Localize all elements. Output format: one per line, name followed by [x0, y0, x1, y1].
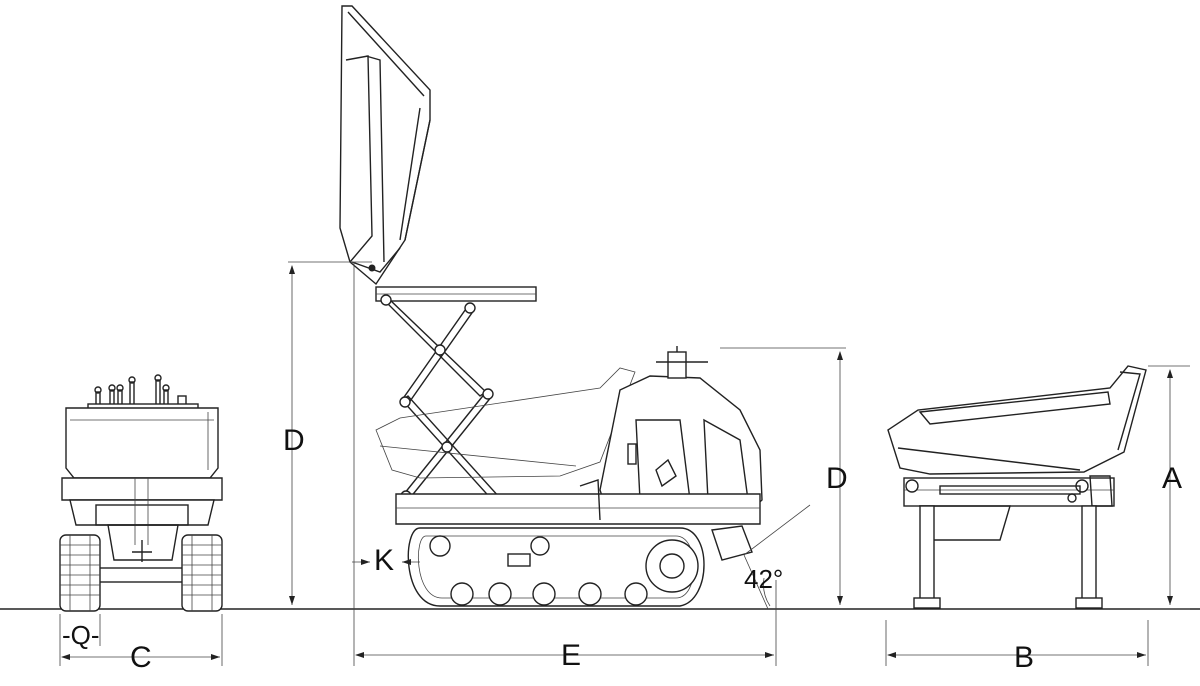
label-c: C — [130, 641, 152, 674]
label-d-left: D — [283, 424, 305, 457]
tracked-dumper-side-view-raised — [339, 5, 763, 607]
label-b: B — [1014, 641, 1035, 674]
label-a: A — [1162, 462, 1183, 495]
tracked-dumper-side-view-lowered — [887, 365, 1147, 609]
label-d-right: D — [826, 462, 848, 495]
label-e: E — [561, 639, 582, 672]
label-q: -Q- — [62, 620, 100, 650]
tracked-dumper-front-view — [59, 374, 223, 612]
label-angle: 42° — [744, 564, 784, 594]
label-k: K — [374, 544, 395, 577]
